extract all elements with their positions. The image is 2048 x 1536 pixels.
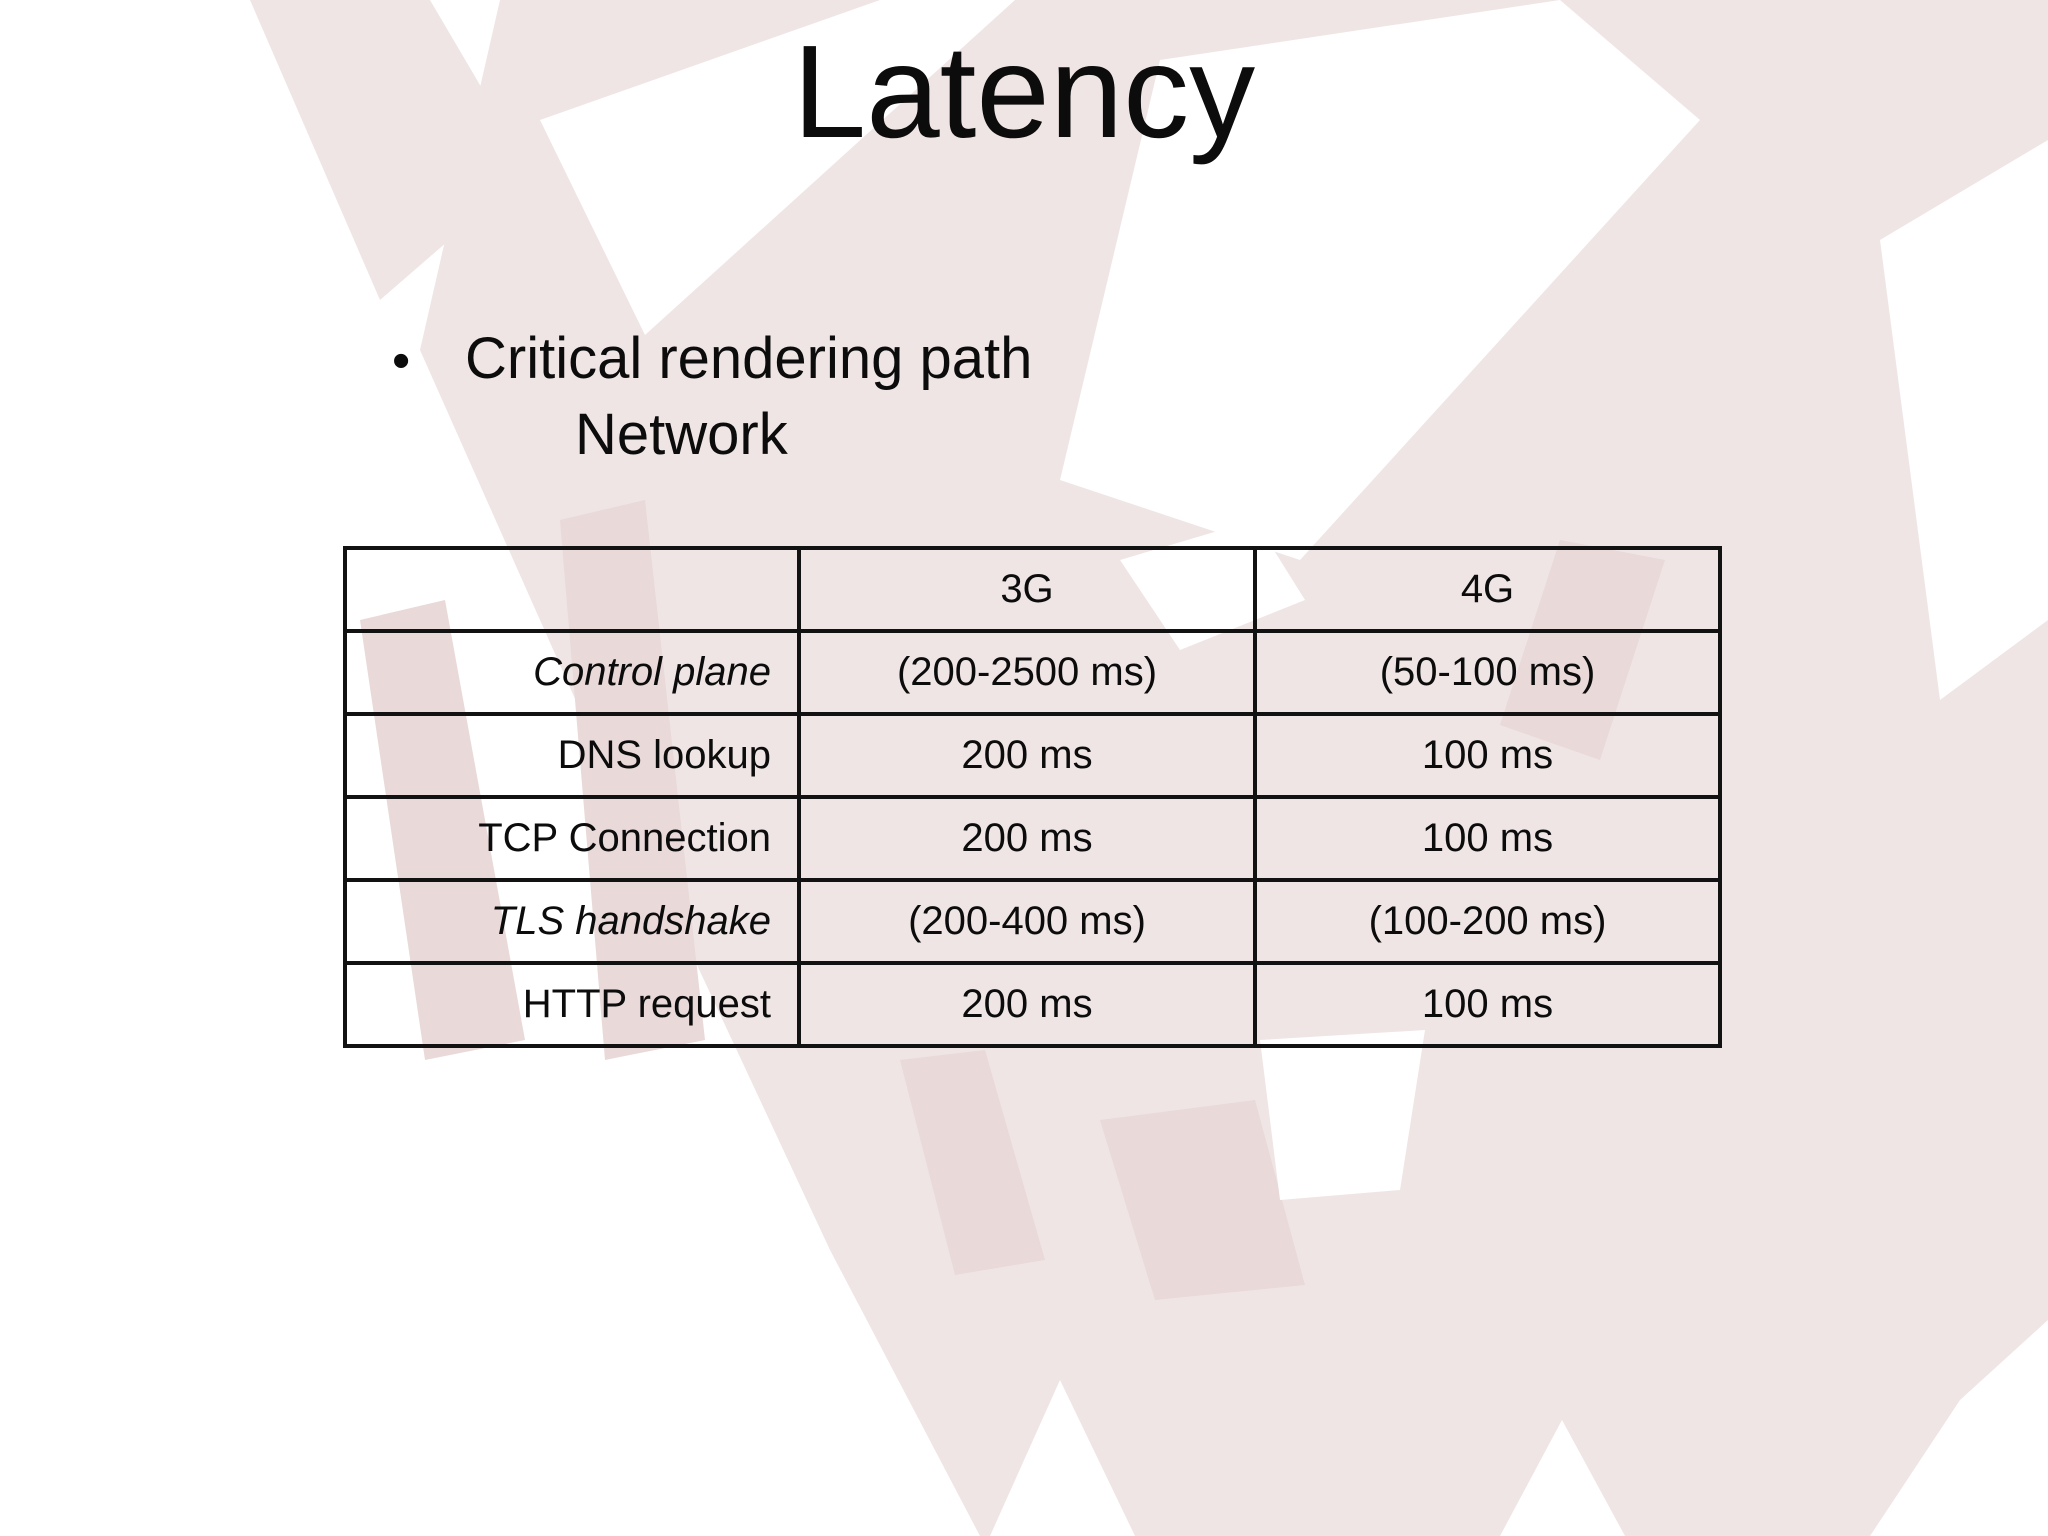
table-row: TCP Connection 200 ms 100 ms (343, 795, 1722, 882)
value-3g: (200-400 ms) (797, 878, 1257, 965)
table-header-row: 3G 4G (343, 546, 1722, 633)
row-label: Control plane (343, 629, 801, 716)
bullet-line-2: Network (575, 402, 788, 467)
value-4g: 100 ms (1253, 795, 1722, 882)
value-4g: 100 ms (1253, 961, 1722, 1048)
row-label: TLS handshake (343, 878, 801, 965)
bullet-line-1: • Critical rendering path (392, 322, 1032, 398)
value-3g: 200 ms (797, 712, 1257, 799)
slide-title: Latency (792, 18, 1256, 165)
value-3g: 200 ms (797, 795, 1257, 882)
bullet-marker: • (392, 332, 411, 390)
row-label: DNS lookup (343, 712, 801, 799)
table-row: TLS handshake (200-400 ms) (100-200 ms) (343, 878, 1722, 965)
bullet-text: Critical rendering path (465, 326, 1033, 391)
row-label: TCP Connection (343, 795, 801, 882)
table-row: HTTP request 200 ms 100 ms (343, 961, 1722, 1048)
header-cell-3g: 3G (797, 546, 1257, 633)
bullet-block: • Critical rendering path Network (392, 322, 1032, 472)
value-3g: (200-2500 ms) (797, 629, 1257, 716)
header-cell-empty (343, 546, 801, 633)
table-row: Control plane (200-2500 ms) (50-100 ms) (343, 629, 1722, 716)
value-4g: (100-200 ms) (1253, 878, 1722, 965)
latency-table: 3G 4G Control plane (200-2500 ms) (50-10… (343, 546, 1722, 1048)
value-4g: 100 ms (1253, 712, 1722, 799)
row-label: HTTP request (343, 961, 801, 1048)
table-row: DNS lookup 200 ms 100 ms (343, 712, 1722, 799)
value-3g: 200 ms (797, 961, 1257, 1048)
header-cell-4g: 4G (1253, 546, 1722, 633)
value-4g: (50-100 ms) (1253, 629, 1722, 716)
